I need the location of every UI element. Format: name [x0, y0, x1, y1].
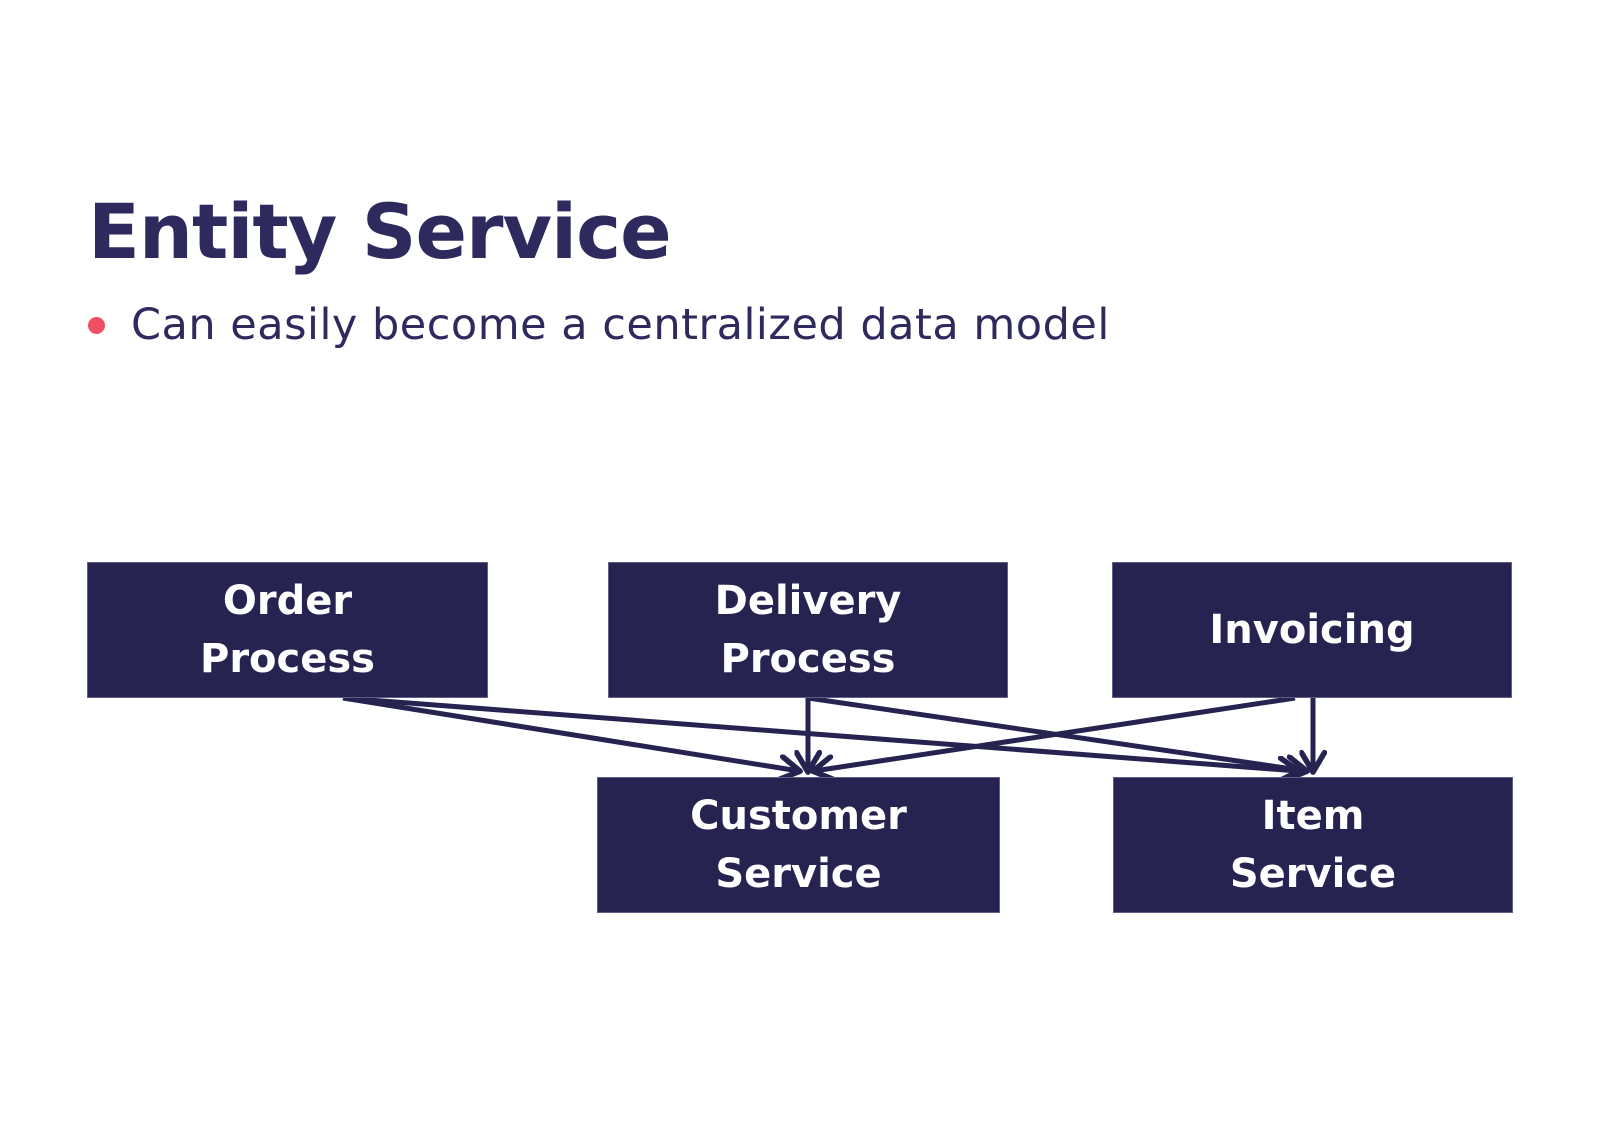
- arrow-order-process-to-item-service: [342, 695, 1298, 771]
- node-item-service-label: Item Service: [1229, 793, 1397, 897]
- node-delivery-process: Delivery Process: [608, 562, 1008, 698]
- arrow-order-process-to-customer-service: [342, 695, 799, 771]
- arrow-invoicing-to-customer-service: [814, 695, 1296, 771]
- node-order-process-label: Order Process: [200, 578, 375, 682]
- node-invoicing: Invoicing: [1112, 562, 1512, 698]
- node-customer-service: Customer Service: [597, 777, 1000, 913]
- node-invoicing-label: Invoicing: [1209, 607, 1415, 653]
- bullet-text: Can easily become a centralized data mod…: [131, 300, 1110, 350]
- bullet-dot-icon: [88, 316, 105, 334]
- node-delivery-process-label: Delivery Process: [714, 578, 902, 682]
- node-order-process: Order Process: [87, 562, 488, 698]
- bullet-item: Can easily become a centralized data mod…: [88, 300, 1110, 350]
- node-customer-service-label: Customer Service: [690, 793, 907, 897]
- page-title: Entity Service: [88, 187, 672, 276]
- arrow-delivery-process-to-item-service: [807, 695, 1306, 771]
- node-item-service: Item Service: [1113, 777, 1513, 913]
